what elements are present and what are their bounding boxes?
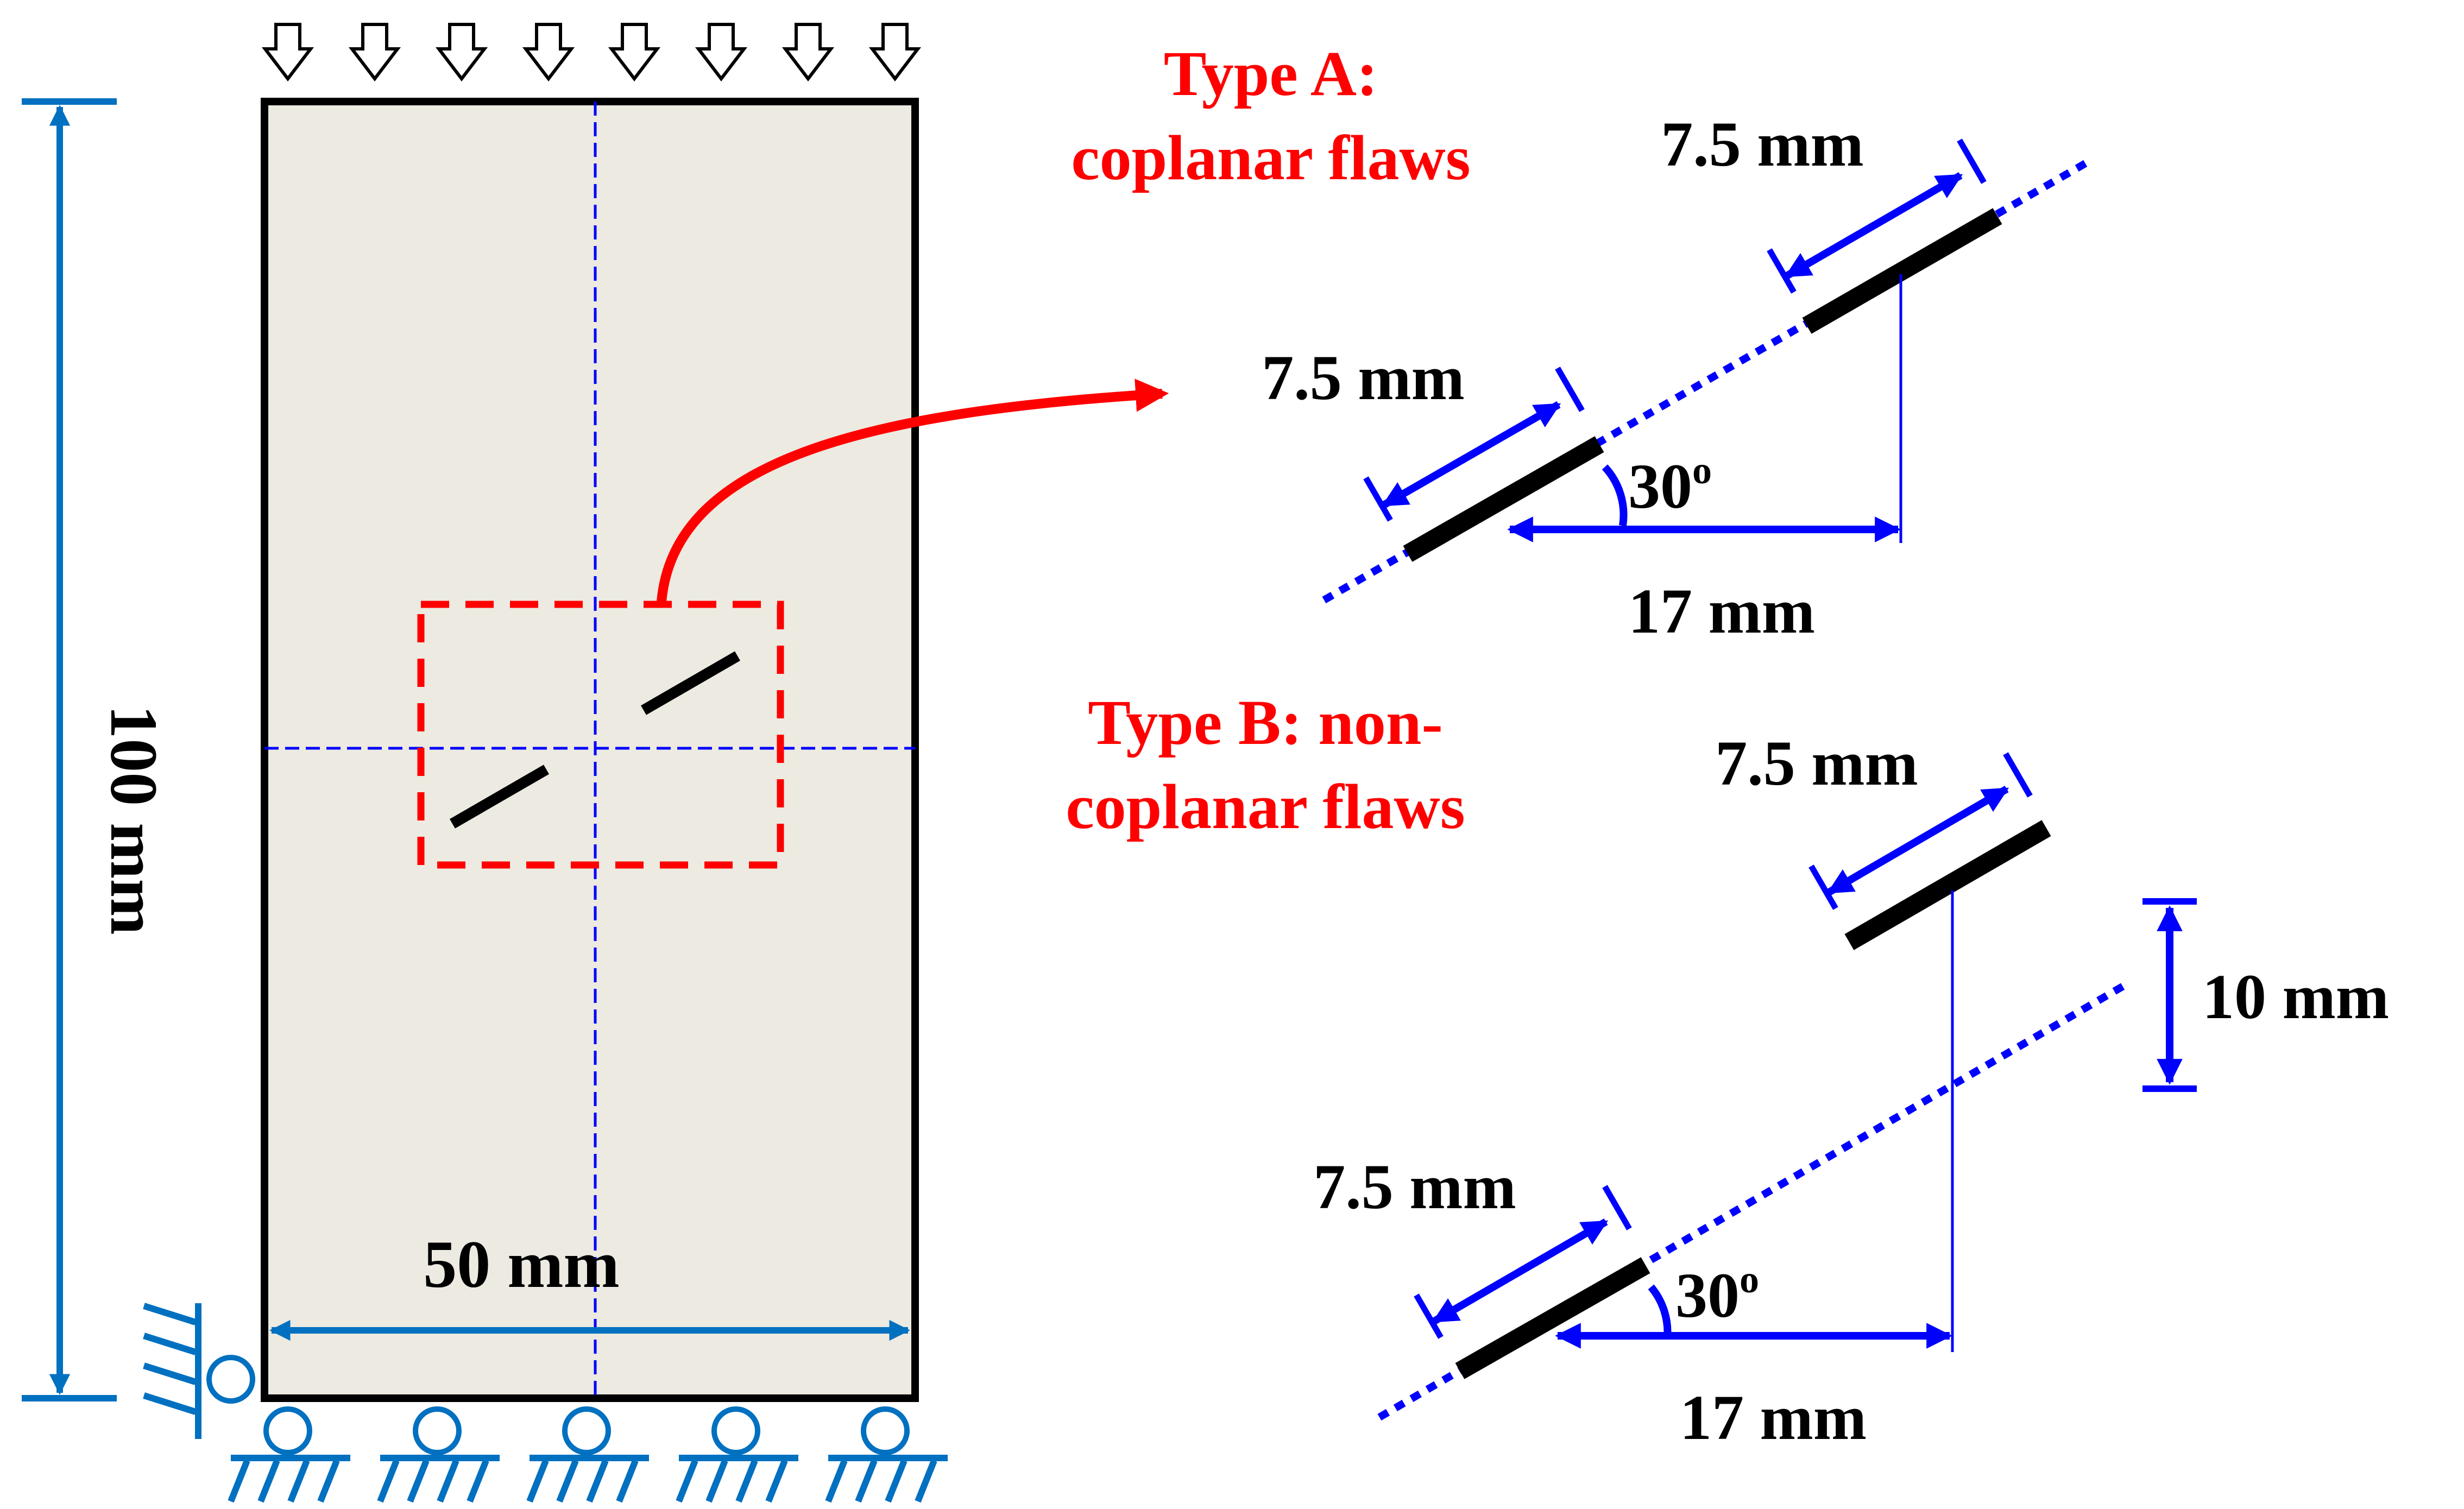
type-a-detail: Type A: coplanar flaws 7.5 mm 7.5 mm 17 … <box>1071 38 2090 647</box>
type-b-lower-dim-tick <box>1414 1293 1444 1339</box>
roller-support-icon <box>380 1409 500 1501</box>
type-a-angle-label: 30o <box>1628 449 1712 522</box>
specimen: 100 mm 50 mm <box>22 24 1169 1501</box>
type-a-upper-dim-arrow <box>1784 172 1963 280</box>
type-a-upper-dim-tick <box>1957 138 1987 184</box>
type-b-angle-arc <box>1648 1284 1672 1339</box>
roller-support-icon <box>206 1355 255 1404</box>
type-a-angle-arc <box>1602 464 1628 527</box>
type-b-offset-label: 10 mm <box>2202 961 2389 1032</box>
type-a-upper-dim-tick <box>1767 248 1797 294</box>
down-arrow-icon <box>872 24 918 79</box>
type-a-flaw-length-lower: 7.5 mm <box>1262 342 1465 413</box>
height-label: 100 mm <box>97 705 171 935</box>
type-b-angle-label: 30o <box>1675 1258 1759 1331</box>
type-a-flaw-lower <box>1403 436 1604 562</box>
down-arrow-icon <box>265 24 311 79</box>
down-arrow-icon <box>785 24 831 79</box>
type-b-flaw-axis <box>1377 979 2131 1421</box>
down-arrow-icon <box>698 24 744 79</box>
type-b-flaw-length-lower: 7.5 mm <box>1313 1151 1516 1222</box>
flaw-lower <box>449 765 550 829</box>
type-b-upper-dim-tick <box>2003 752 2033 798</box>
down-arrow-icon <box>612 24 657 79</box>
width-label: 50 mm <box>423 1227 620 1302</box>
roller-support-icon <box>828 1409 948 1501</box>
down-arrow-icon <box>352 24 398 79</box>
type-b-spacing-label: 17 mm <box>1680 1382 1867 1453</box>
load-arrows <box>265 24 918 79</box>
flaw-upper <box>640 651 741 715</box>
type-a-flaw-length-upper: 7.5 mm <box>1661 109 1864 180</box>
roller-support-icon <box>530 1409 649 1501</box>
type-b-flaw-upper <box>1844 820 2051 950</box>
type-b-flaw-lower <box>1455 1257 1650 1379</box>
type-a-lower-dim-tick <box>1555 367 1585 412</box>
type-b-upper-dim-tick <box>1808 864 1838 910</box>
type-b-detail: Type B: non- coplanar flaws 7.5 mm 7.5 m… <box>1066 687 2389 1453</box>
type-a-title-line1: Type A: <box>1164 38 1378 109</box>
roller-support-icon <box>231 1409 350 1501</box>
side-support <box>143 1303 255 1439</box>
type-a-spacing-label: 17 mm <box>1628 576 1815 647</box>
down-arrow-icon <box>526 24 571 79</box>
type-a-lower-dim-tick <box>1363 476 1393 522</box>
specimen-body <box>261 98 919 1402</box>
type-b-lower-dim-arrow <box>1432 1218 1609 1325</box>
type-b-title-line1: Type B: non- <box>1088 687 1443 758</box>
type-b-lower-dim-tick <box>1602 1185 1632 1230</box>
zoom-region-box <box>417 601 784 869</box>
type-a-lower-dim-arrow <box>1381 401 1561 509</box>
down-arrow-icon <box>439 24 484 79</box>
type-b-title-line2: coplanar flaws <box>1066 771 1465 842</box>
type-b-upper-dim-arrow <box>1826 785 2009 896</box>
bottom-supports <box>231 1409 948 1501</box>
zoom-callout-arrow <box>657 378 1169 602</box>
roller-support-icon <box>679 1409 798 1501</box>
type-b-flaw-length-upper: 7.5 mm <box>1715 728 1918 799</box>
type-a-title-line2: coplanar flaws <box>1071 122 1470 193</box>
